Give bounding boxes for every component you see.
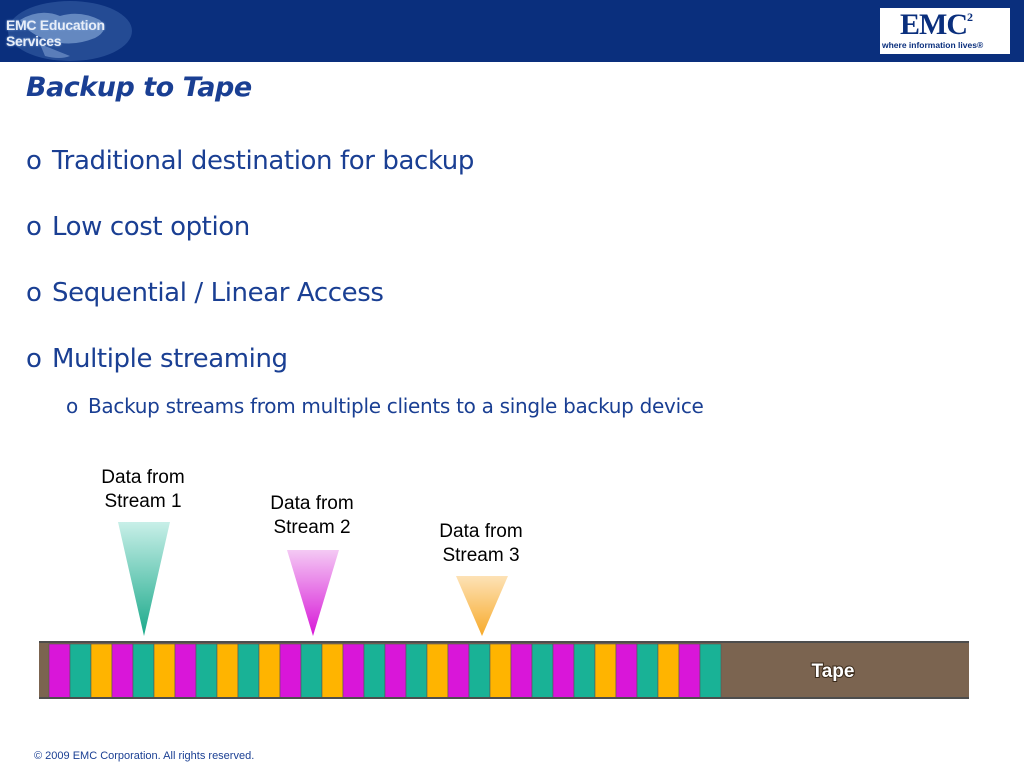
tape-block: [384, 643, 407, 699]
tape-label: Tape: [812, 661, 855, 682]
tape-block: [510, 643, 533, 699]
tape-block: [552, 643, 575, 699]
bullet-marker: o: [26, 146, 42, 176]
slide-title: Backup to Tape: [26, 72, 252, 103]
tape-block: [426, 643, 449, 699]
tape-block: [216, 643, 239, 699]
tape-block: [531, 643, 554, 699]
header-bar: EMC Education Services EMC2 where inform…: [0, 0, 1024, 62]
bullet-marker: o: [26, 278, 42, 308]
tape-block: [363, 643, 386, 699]
tape-block: [258, 643, 281, 699]
tape-block: [678, 643, 701, 699]
tape-block: [174, 643, 197, 699]
emc-tagline: where information lives®: [882, 40, 984, 50]
bullet-item: o Sequential / Linear Access: [26, 274, 474, 340]
tape-block: [615, 643, 638, 699]
tape-block: [132, 643, 155, 699]
tape-block: [636, 643, 659, 699]
stream-2-funnel: [287, 550, 339, 636]
tape-block: [342, 643, 365, 699]
tape-block: [447, 643, 470, 699]
stream-2-label: Data from Stream 2: [252, 492, 372, 540]
tape-block: [657, 643, 680, 699]
stream-3-funnel: [456, 576, 508, 636]
emc-logo-sup: 2: [967, 10, 973, 24]
tape-block: [594, 643, 617, 699]
tape-blocks: [48, 643, 722, 699]
tape-block: [90, 643, 113, 699]
bullet-text: Low cost option: [52, 212, 250, 242]
tape-block: [195, 643, 218, 699]
bullet-text: Multiple streaming: [52, 344, 288, 374]
bullet-item: o Low cost option: [26, 208, 474, 274]
tape-block: [405, 643, 428, 699]
tape-block: [573, 643, 596, 699]
bullet-marker: o: [26, 344, 42, 374]
tape-diagram: Tape: [39, 641, 969, 699]
stream-1-funnel: [118, 522, 170, 636]
emc-logo: EMC2: [900, 8, 973, 42]
bullet-item: o Traditional destination for backup: [26, 142, 474, 208]
bullet-marker: o: [26, 212, 42, 242]
tape-block: [489, 643, 512, 699]
tape-block: [300, 643, 323, 699]
stream-1-label: Data from Stream 1: [83, 466, 203, 514]
sub-bullet-marker: o: [66, 394, 78, 418]
tape-block: [321, 643, 344, 699]
bullet-item: o Multiple streaming: [26, 340, 474, 406]
stream-3-label: Data from Stream 3: [421, 520, 541, 568]
bullet-text: Traditional destination for backup: [52, 146, 474, 176]
tape-block: [699, 643, 722, 699]
stream-1-label-line2: Stream 1: [104, 491, 182, 512]
stream-1-label-line1: Data from: [101, 467, 185, 488]
tape-block: [153, 643, 176, 699]
bullet-text: Sequential / Linear Access: [52, 278, 384, 308]
tape-block: [237, 643, 260, 699]
tape-block: [69, 643, 92, 699]
sub-bullet: o Backup streams from multiple clients to…: [66, 394, 704, 418]
tape-block: [48, 643, 71, 699]
stream-3-label-line1: Data from: [439, 521, 523, 542]
stream-2-label-line2: Stream 2: [273, 517, 351, 538]
footer-copyright: © 2009 EMC Corporation. All rights reser…: [34, 750, 255, 762]
stream-2-label-line1: Data from: [270, 493, 354, 514]
sub-bullet-text: Backup streams from multiple clients to …: [88, 394, 704, 418]
tape-block: [111, 643, 134, 699]
tape-block: [279, 643, 302, 699]
globe-map-icon: [8, 1, 132, 61]
emc-logo-text: EMC: [900, 8, 968, 41]
tape-block: [468, 643, 491, 699]
stream-3-label-line2: Stream 3: [442, 545, 520, 566]
emc-education-logo: EMC Education Services: [0, 0, 150, 62]
edu-logo-text: EMC Education Services: [6, 17, 105, 49]
emc-logo-box: EMC2 where information lives®: [880, 8, 1010, 54]
